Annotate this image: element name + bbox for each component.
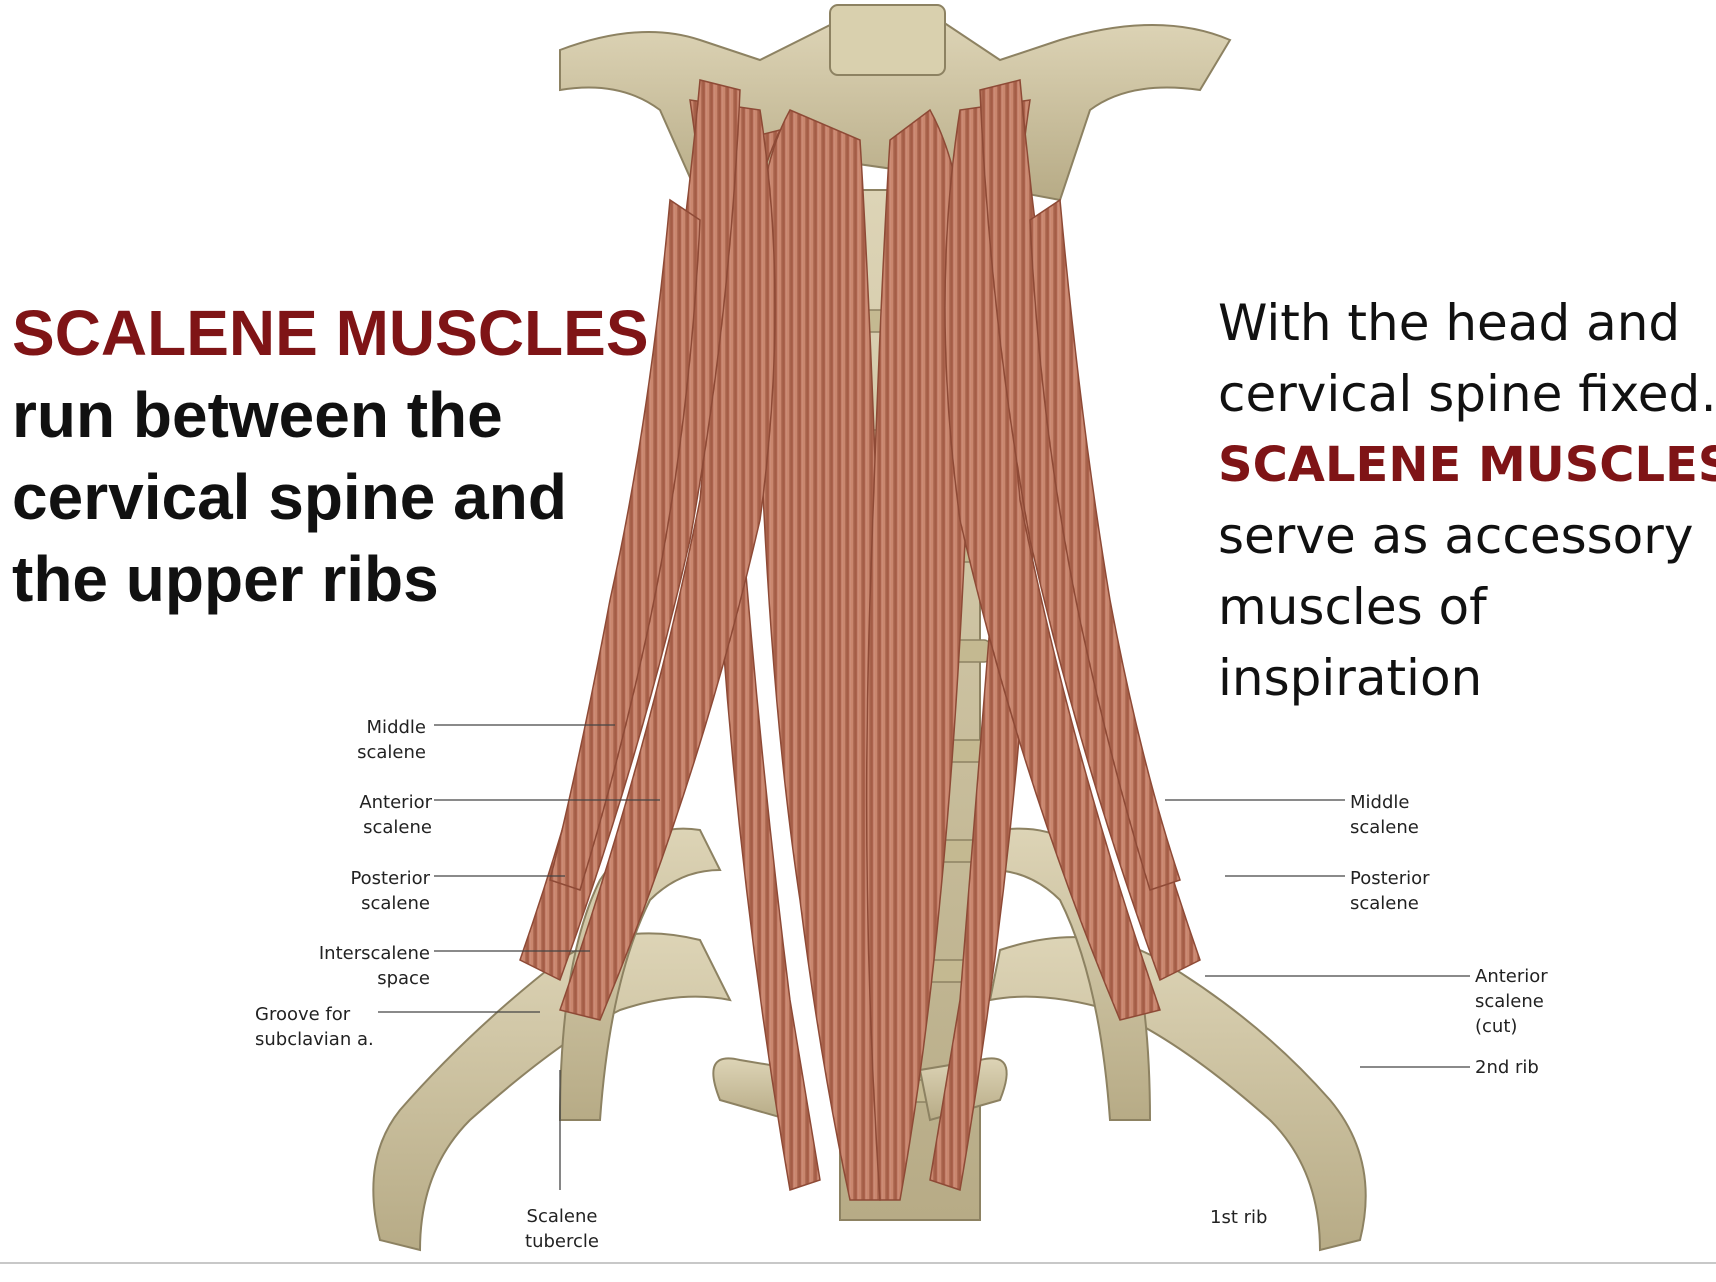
label-1st-rib: 1st rib xyxy=(1210,1207,1268,1228)
leader-lines xyxy=(378,724,1470,1190)
left-line-1: run between the xyxy=(12,379,503,451)
left-line-2: cervical spine and xyxy=(12,461,567,533)
left-heading: SCALENE MUSCLES xyxy=(12,297,649,369)
scalene-muscles xyxy=(519,79,1201,1021)
right-text-block: With the head and cervical spine fixed… … xyxy=(1218,288,1716,714)
right-line-2: cervical spine fixed… xyxy=(1218,365,1716,423)
right-line-4: muscles of xyxy=(1218,578,1487,636)
right-line-3: serve as accessory xyxy=(1218,507,1694,565)
label-2nd-rib: 2nd rib xyxy=(1475,1057,1539,1078)
right-line-5: inspiration xyxy=(1218,649,1483,707)
right-heading: SCALENE MUSCLES xyxy=(1218,437,1716,493)
left-text-block: SCALENE MUSCLES run between the cervical… xyxy=(12,292,732,620)
slide-bottom-rule xyxy=(0,1262,1716,1264)
right-line-1: With the head and xyxy=(1218,294,1681,352)
left-line-3: the upper ribs xyxy=(12,543,439,615)
